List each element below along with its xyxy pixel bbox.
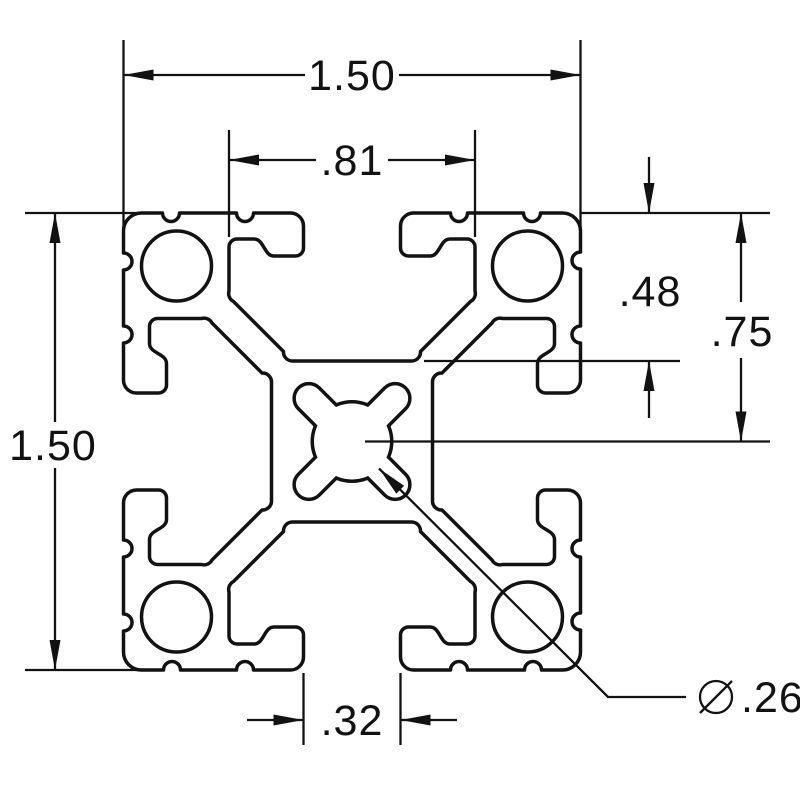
dim-arrowhead bbox=[229, 154, 259, 166]
dim-arrowhead bbox=[123, 69, 154, 81]
dim-overall-width: 1.50 bbox=[122, 40, 582, 245]
corner-bore-hole-top-left bbox=[139, 229, 214, 303]
center-bore bbox=[292, 381, 412, 502]
diameter-symbol-circle bbox=[698, 679, 734, 715]
dim-label-slot-opening: .32 bbox=[321, 697, 384, 745]
corner-bore-hole-top-right bbox=[490, 229, 565, 303]
dim-label-face-to-center: .75 bbox=[711, 308, 774, 356]
dim-label-slot-depth: .48 bbox=[619, 268, 682, 316]
center-bore-lobe-fill bbox=[295, 451, 342, 498]
extrusion-profile bbox=[121, 211, 583, 672]
dim-arrowhead bbox=[735, 213, 747, 243]
leader-line bbox=[378, 467, 686, 699]
leader-arrowhead bbox=[379, 468, 405, 494]
center-bore-lobe-fill bbox=[362, 385, 409, 432]
dim-arrowhead bbox=[550, 69, 581, 81]
dim-slot-opening: .32 bbox=[247, 673, 457, 745]
dim-label-center-bore: .26 bbox=[741, 674, 800, 722]
dim-center-bore: .26 bbox=[378, 467, 800, 722]
dim-label-overall-height: 1.50 bbox=[9, 422, 97, 470]
corner-bore-hole-bottom-right bbox=[490, 580, 565, 654]
dim-overall-height: 1.50 bbox=[9, 211, 150, 672]
dim-label-slot-cavity-width: .81 bbox=[321, 137, 384, 185]
diameter-symbol-slash bbox=[699, 680, 733, 714]
dim-arrowhead bbox=[49, 640, 61, 670]
dim-arrowhead bbox=[643, 183, 655, 213]
profile-outline bbox=[121, 211, 583, 672]
dim-arrowhead bbox=[273, 714, 304, 726]
dim-face-to-center: .75 bbox=[365, 213, 774, 443]
diameter-symbol-icon bbox=[698, 679, 734, 715]
dim-slot-depth: .48 bbox=[424, 157, 770, 418]
dim-label-overall-width: 1.50 bbox=[308, 52, 396, 100]
dim-slot-cavity-width: .81 bbox=[227, 130, 477, 237]
dim-arrowhead bbox=[735, 411, 747, 442]
dim-arrowhead bbox=[49, 213, 61, 243]
dim-arrowhead bbox=[643, 361, 655, 391]
dim-arrowhead bbox=[445, 154, 475, 166]
corner-bore-hole-bottom-left bbox=[139, 580, 214, 654]
dimensions: 1.50 .81 1.50 bbox=[9, 40, 800, 745]
dim-arrowhead bbox=[400, 714, 431, 726]
